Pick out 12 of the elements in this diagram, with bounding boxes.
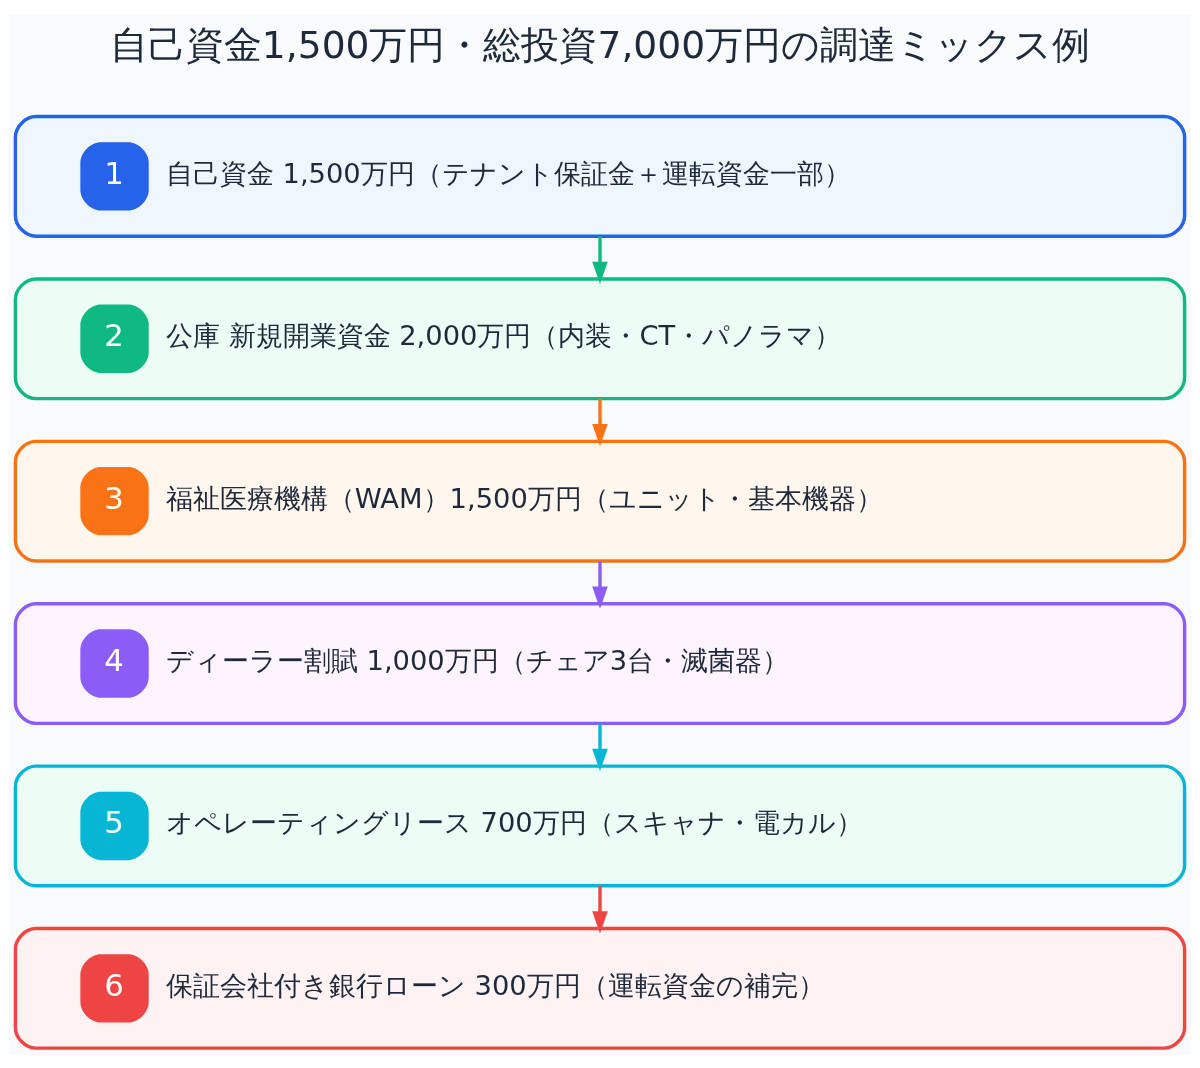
node-box: 6 保証会社付き銀行ローン 300万円（運転資金の補完） — [13, 926, 1187, 1050]
node-box: 1 自己資金 1,500万円（テナント保証金＋運転資金一部） — [13, 114, 1187, 238]
arrow — [592, 398, 608, 446]
node-box: 4 ディーラー割賦 1,000万円（チェア3台・滅菌器） — [13, 601, 1187, 725]
node-box: 2 公庫 新規開業資金 2,000万円（内装・CT・パノラマ） — [13, 276, 1187, 400]
diagram-title: 自己資金1,500万円・総投資7,000万円の調達ミックス例 — [109, 22, 1091, 67]
arrow — [592, 560, 608, 609]
arrow — [592, 885, 608, 934]
node-box: 5 オペレーティングリース 700万円（スキャナ・電カル） — [13, 763, 1187, 887]
arrow — [592, 723, 608, 771]
arrow — [592, 235, 608, 284]
node-box: 3 福祉医療機構（WAM）1,500万円（ユニット・基本機器） — [13, 439, 1187, 563]
